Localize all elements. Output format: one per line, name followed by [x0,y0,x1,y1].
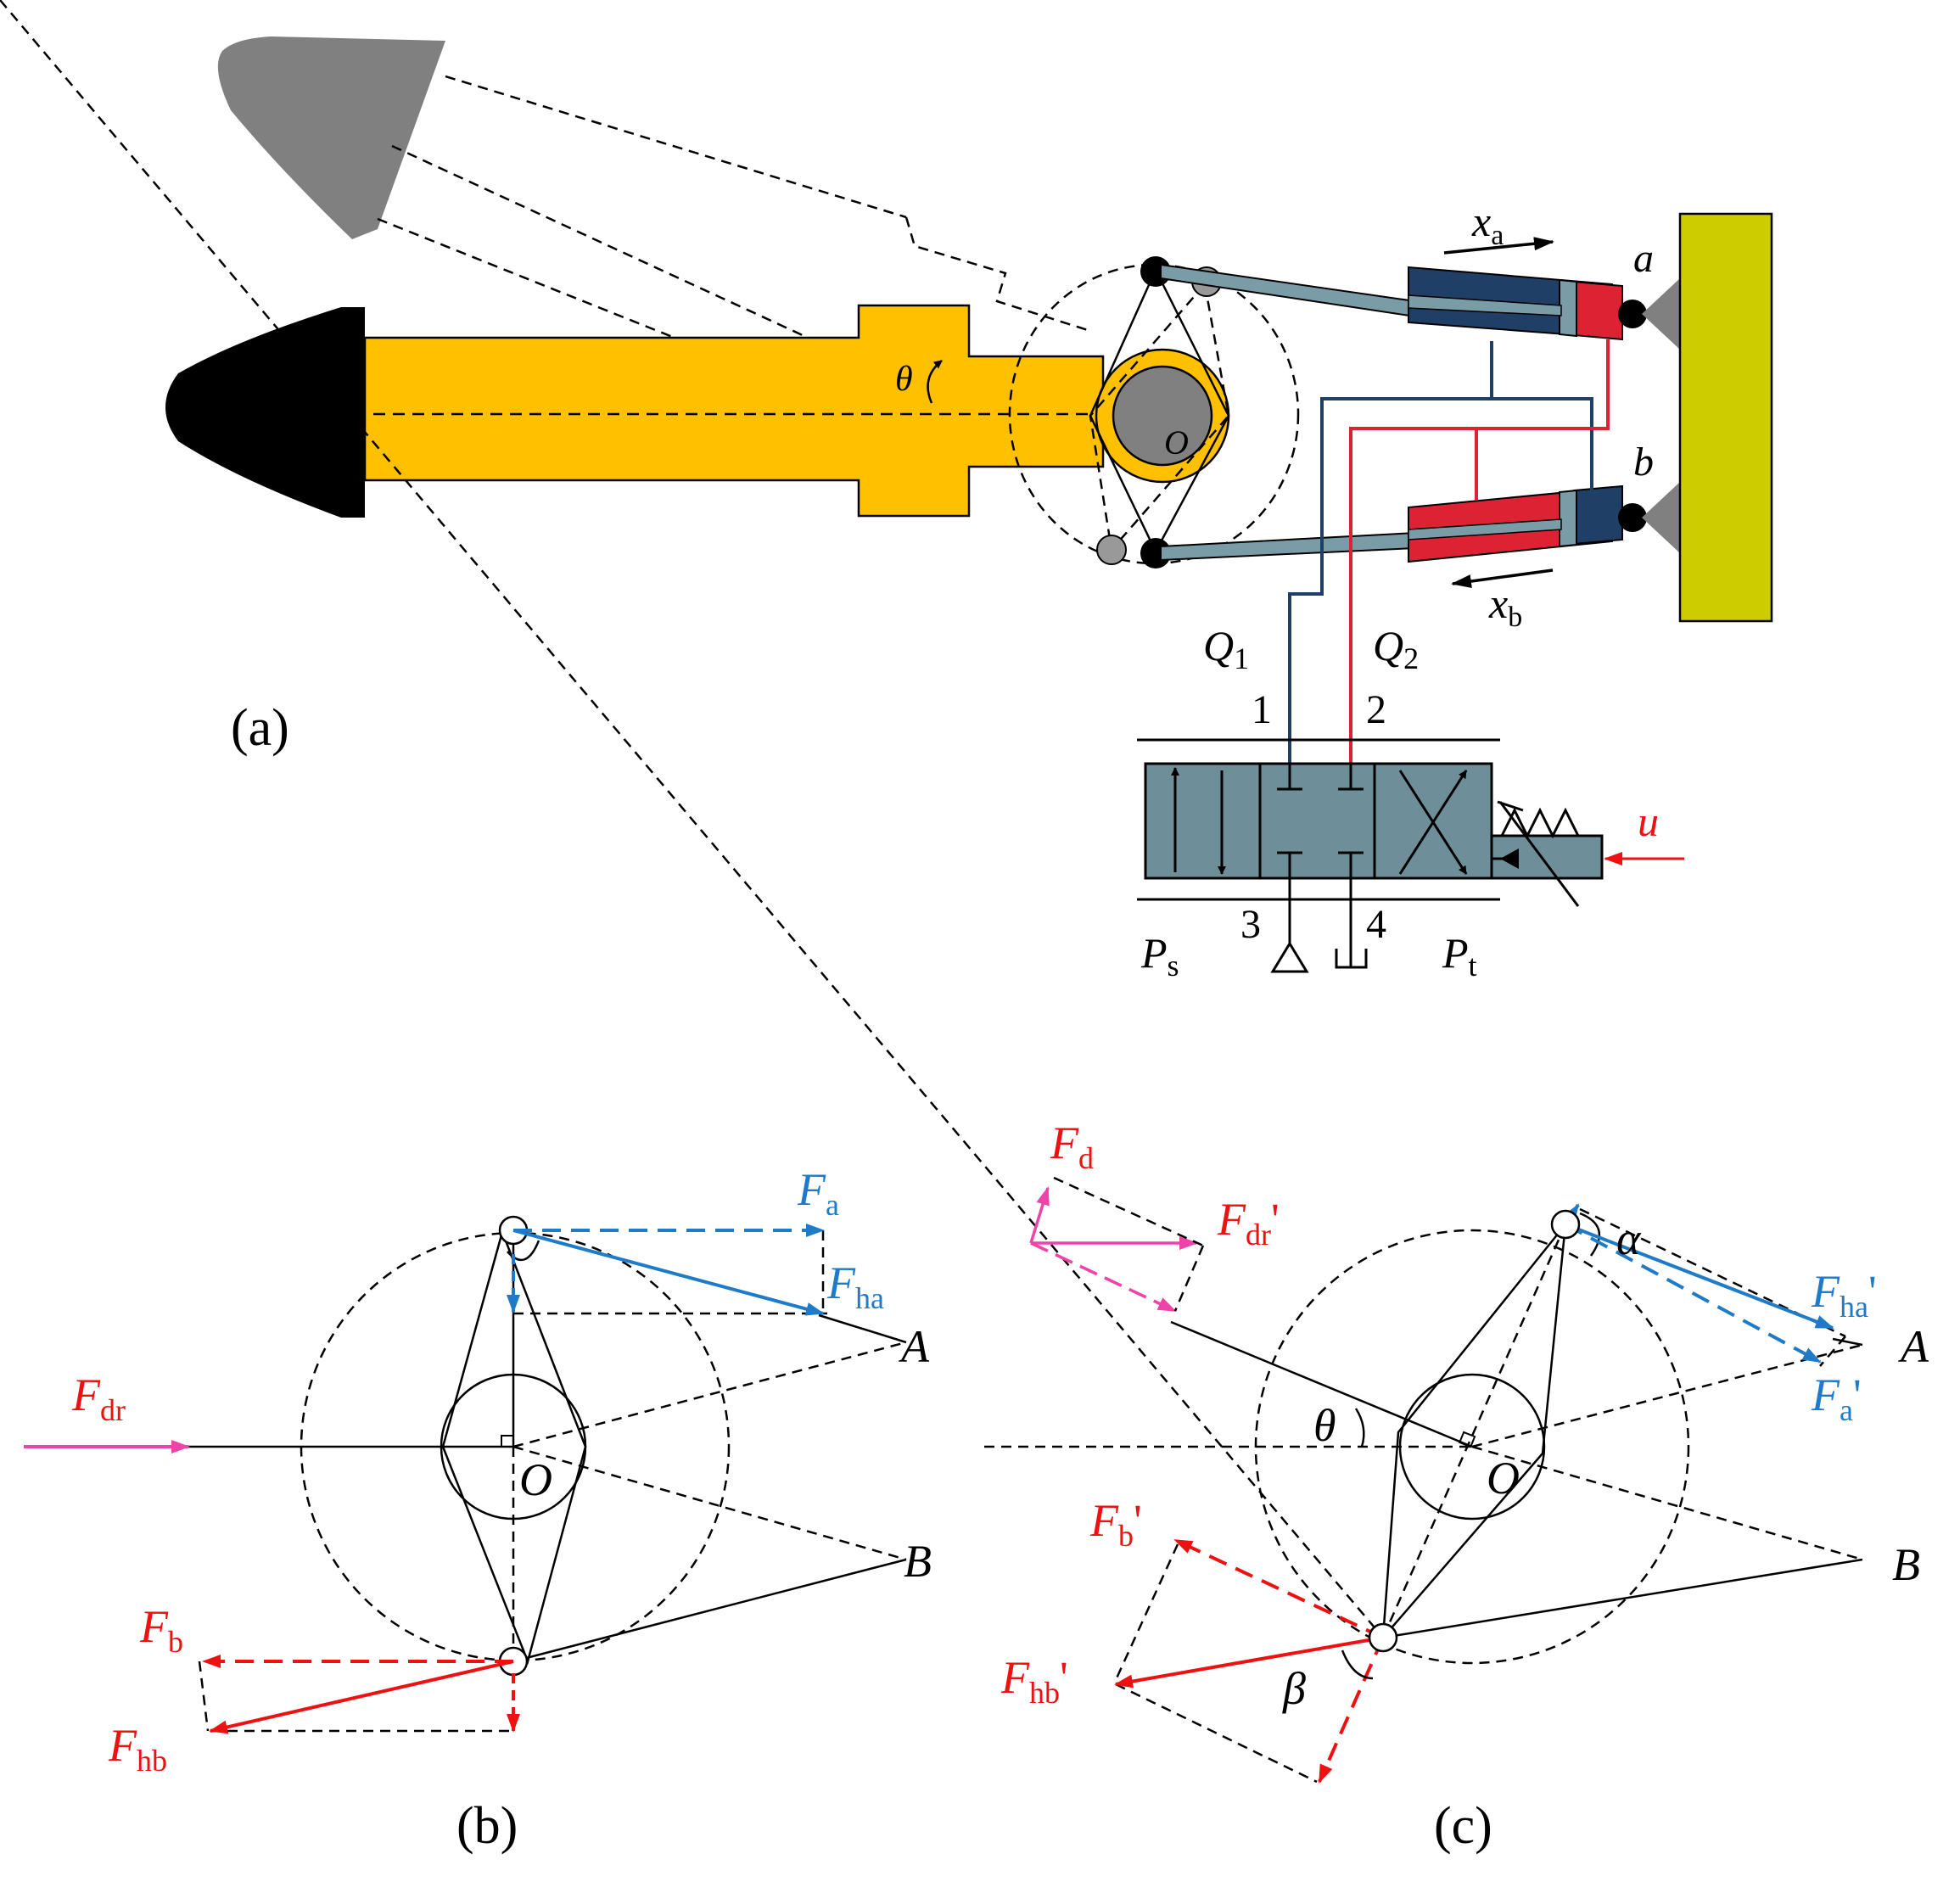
base-plate [1678,212,1773,623]
b-point-a-label: A [899,1321,930,1372]
a-label: a [1633,236,1654,281]
panel-b-label: (b) [456,1797,518,1855]
xb-label: xb [1488,580,1522,633]
c-diagonal-real [1381,1224,1567,1638]
rod-b [1160,531,1416,562]
c-fdr-prime-label: Fdr' [1217,1194,1280,1252]
c-beta-arc [1341,1649,1374,1680]
c-joint-bottom [1368,1622,1398,1653]
c-point-b-label: B [1892,1539,1920,1590]
c-beta-label: β [1282,1663,1306,1714]
c-alpha-label: α [1616,1213,1642,1264]
cylinder-b [1408,484,1623,563]
c-theta-arc [1354,1408,1365,1448]
c-fd-label: Fd [1050,1117,1094,1175]
b-line-oa [512,1341,907,1448]
b-fha-label: Fha [826,1257,884,1315]
mount-a [1642,278,1680,350]
cylinder-a [1408,266,1623,341]
rotated-body-outline [377,75,1091,467]
supply-tank [1270,878,1368,973]
theta-label: θ [895,360,913,399]
b-link-a [818,1313,907,1344]
b-point-o-label: O [519,1454,552,1505]
ps-label: Ps [1140,929,1179,983]
c-joint-top [1550,1209,1581,1240]
c-bottom-down-arrow [1318,1637,1385,1784]
q2-label: Q2 [1373,622,1419,675]
black-nose [165,307,365,518]
c-line-ob [1471,1445,1863,1561]
panel-c-label: (c) [1434,1797,1492,1855]
c-fd-dash-1 [1053,1176,1204,1247]
c-top-dash-2 [1819,1336,1846,1367]
b-right-angle [501,1435,514,1448]
c-fha-prime-arrow [1565,1223,1834,1330]
b-angle-arc [507,1240,540,1262]
c-link-a [1832,1337,1863,1347]
port-1-label: 1 [1252,687,1272,732]
b-fdr-label: Fdr [71,1369,126,1427]
b-fha-arrow [512,1229,825,1316]
pivot-a [1618,300,1647,328]
c-link-b [1382,1558,1863,1639]
port-2-label: 2 [1366,687,1386,732]
panel-a: θ O xa xb a b [165,36,1773,983]
hydraulic-lines [1288,339,1610,793]
b-link-b [512,1558,907,1663]
c-point-a-label: A [1898,1321,1929,1372]
c-right-angle [1458,1431,1476,1448]
c-fb-prime-label: Fb' [1089,1495,1142,1553]
b-dash-bot-v [198,1661,210,1732]
joint-bottom-rotated [1096,535,1127,565]
b-fhb-arrow [209,1660,514,1734]
c-fa-prime-arrow [1565,1223,1822,1364]
b-fb-label: Fb [139,1601,183,1659]
port-4-label: 4 [1366,902,1386,947]
c-bot-dash-2 [1115,1683,1318,1784]
q1-label: Q1 [1203,622,1249,675]
c-alpha-arc [1579,1212,1601,1257]
c-line-oa [1471,1343,1863,1448]
c-rotated-axis [1170,1320,1473,1448]
b-fhb-label: Fhb [108,1720,167,1778]
xa-label: xa [1471,198,1504,251]
mount-b [1642,482,1680,553]
c-fhb-prime-label: Fhb' [1000,1652,1068,1710]
c-fa-prime-label: Fa' [1811,1369,1862,1427]
c-theta-label: θ [1313,1400,1336,1451]
hub-center [1112,365,1213,467]
panel-c: Fd Fdr' α Fha' Fa' A B O θ Fb' Fhb' β (c… [0,0,1929,1855]
theta-arc [927,360,943,404]
servo-valve [1137,738,1604,907]
pivot-b [1618,503,1647,532]
b-fa-label: Fa [797,1164,839,1222]
pt-label: Pt [1442,929,1477,983]
b-label: b [1633,440,1654,484]
main-body [165,304,1154,518]
gray-nose-rotated [217,36,445,239]
c-fha-prime-label: Fha' [1811,1266,1877,1324]
c-fb-prime-arrow [1173,1538,1384,1639]
b-line-ob [512,1445,907,1561]
c-fd-component-arrow [1030,1241,1177,1313]
xb-arrow [1451,568,1554,588]
c-fd-dash-2 [1173,1245,1205,1312]
c-point-o-label: O [1487,1453,1520,1504]
c-fd-arrow [1029,1186,1050,1244]
center-o-label: O [1164,423,1189,462]
c-fhb-prime-arrow [1114,1636,1384,1689]
b-point-b-label: B [904,1536,932,1587]
panel-b: Fa Fha Fdr Fb Fhb A B O (b) [24,1164,932,1855]
u-label: u [1638,798,1659,845]
xa-arrow [1443,237,1554,255]
c-diagonal [0,0,1384,1638]
port-3-label: 3 [1240,902,1261,947]
panel-a-label: (a) [231,699,289,757]
c-bot-dash-1 [1114,1543,1179,1681]
